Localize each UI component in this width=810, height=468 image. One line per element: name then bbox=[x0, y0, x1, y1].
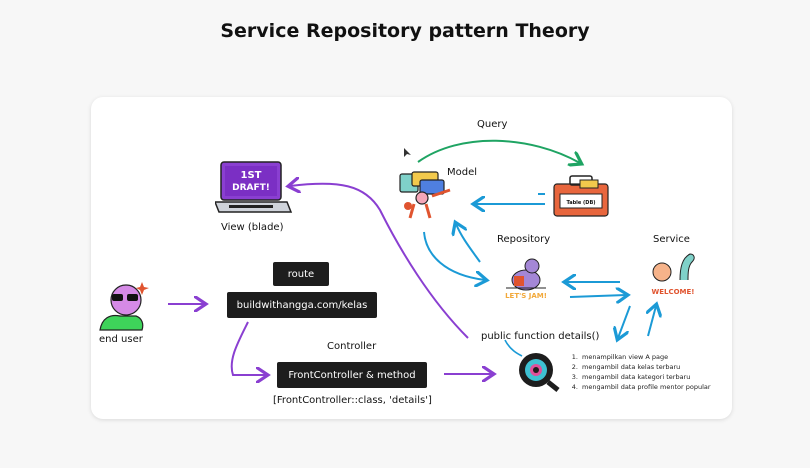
controller-label: Controller bbox=[327, 341, 377, 352]
svg-text:1ST: 1ST bbox=[241, 170, 262, 181]
repository-character-icon: LET'S JAM! bbox=[505, 258, 547, 300]
table-db-icon: Table (DB) bbox=[553, 175, 609, 217]
cursor-icon bbox=[404, 148, 411, 157]
arrow-details-up-to-service bbox=[648, 306, 656, 337]
model-label: Model bbox=[447, 167, 478, 178]
arrow-service-down bbox=[618, 305, 631, 338]
list-item: menampilkan view A page bbox=[580, 352, 711, 362]
list-item: mengambil data profile mentor popular bbox=[580, 382, 711, 392]
controller-method-box: FrontController & method bbox=[277, 362, 427, 388]
model-character-icon bbox=[399, 171, 451, 219]
service-welcome-icon: WELCOME! bbox=[652, 253, 695, 296]
svg-text:DRAFT!: DRAFT! bbox=[232, 183, 270, 193]
repository-label: Repository bbox=[497, 234, 551, 245]
route-box: route bbox=[273, 262, 329, 286]
details-steps-list: menampilkan view A page mengambil data k… bbox=[568, 352, 711, 392]
arrow-url-to-controller bbox=[230, 321, 266, 375]
arrow-repository-to-service bbox=[569, 295, 626, 297]
query-label: Query bbox=[477, 119, 508, 130]
arrow-query bbox=[417, 139, 580, 163]
url-box: buildwithangga.com/kelas bbox=[227, 292, 377, 318]
end-user-avatar-icon bbox=[99, 282, 149, 331]
svg-text:WELCOME!: WELCOME! bbox=[652, 288, 695, 296]
list-item: mengambil data kategori terbaru bbox=[580, 372, 711, 382]
list-item: mengambil data kelas terbaru bbox=[580, 362, 711, 372]
end-user-label: end user bbox=[99, 334, 143, 345]
svg-text:Table (DB): Table (DB) bbox=[566, 200, 595, 206]
controller-class-label: [FrontController::class, 'details'] bbox=[273, 395, 432, 406]
service-label: Service bbox=[653, 234, 690, 245]
public-function-label: public function details() bbox=[481, 331, 600, 342]
arrow-model-to-repository bbox=[423, 231, 485, 280]
diagram-title: Service Repository pattern Theory bbox=[220, 20, 590, 42]
view-label: View (blade) bbox=[221, 222, 284, 233]
arrow-repository-to-model bbox=[456, 224, 481, 263]
svg-text:LET'S JAM!: LET'S JAM! bbox=[505, 292, 547, 300]
arrow-details-to-view bbox=[290, 184, 469, 339]
details-eye-icon bbox=[519, 353, 560, 392]
laptop-draft-icon: 1ST DRAFT! bbox=[215, 161, 293, 213]
